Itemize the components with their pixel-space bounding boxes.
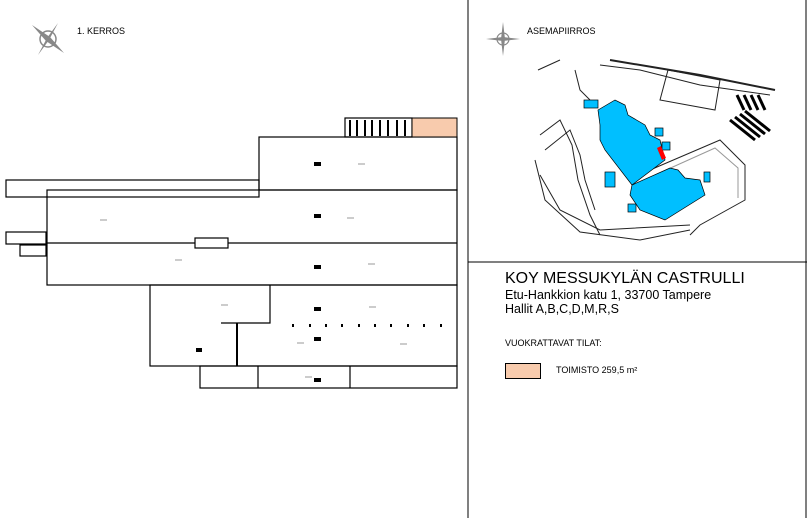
legend-label-office: TOIMISTO 259,5 m²	[556, 365, 638, 375]
compass-rose-icon	[486, 22, 520, 56]
site-highlight	[657, 146, 666, 160]
property-title: KOY MESSUKYLÄN CASTRULLI	[505, 270, 745, 287]
property-address: Etu-Hankkion katu 1, 33700 Tampere	[505, 288, 712, 302]
property-halls: Hallit A,B,C,D,M,R,S	[505, 302, 619, 316]
site-map-drawing	[534, 59, 776, 241]
legend-swatch-office	[505, 363, 541, 379]
rentable-heading: VUOKRATTAVAT TILAT:	[505, 338, 602, 348]
office-area-highlight	[411, 117, 458, 138]
site-buildings	[583, 99, 711, 221]
compass-rose-icon	[32, 23, 64, 55]
floor-plan-drawing	[5, 117, 458, 389]
floor-label: 1. KERROS	[77, 26, 126, 36]
site-map-label: ASEMAPIIRROS	[527, 26, 596, 36]
